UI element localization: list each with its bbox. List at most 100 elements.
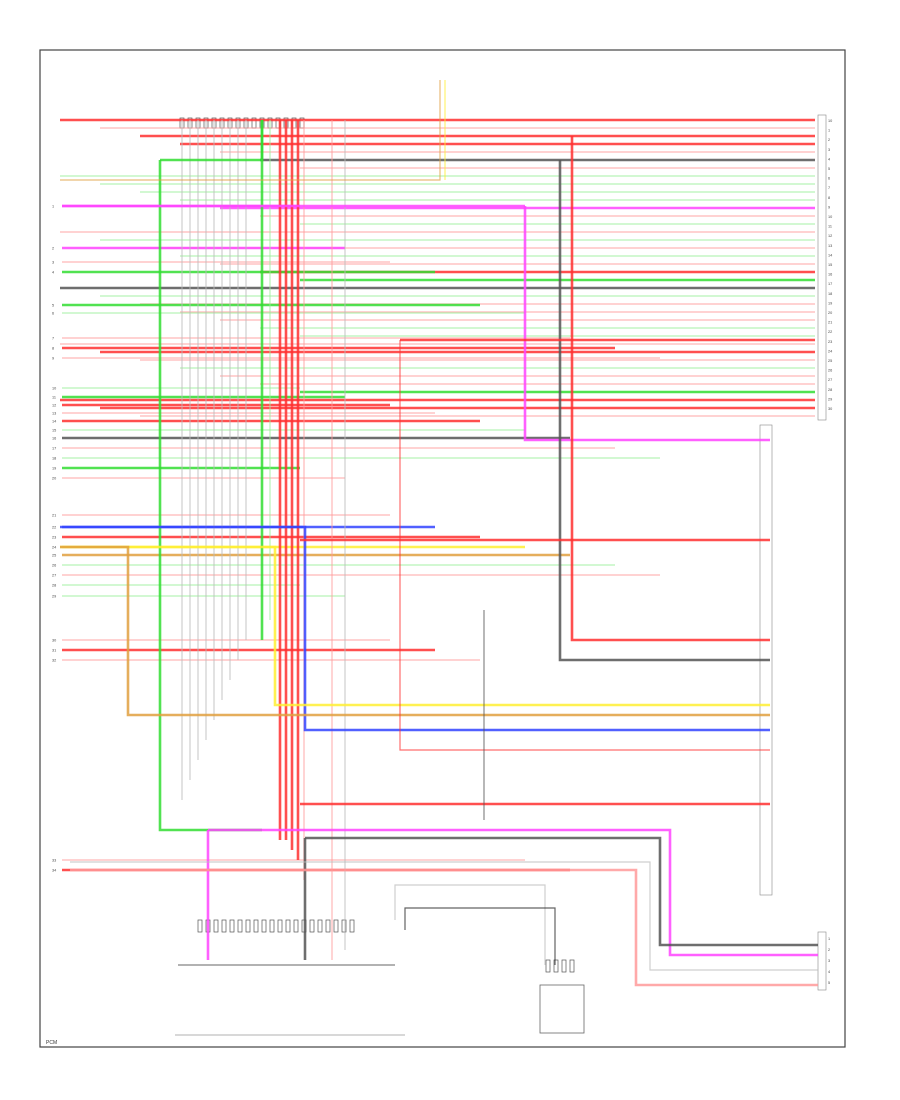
- right-pin-label: 25: [828, 359, 832, 363]
- left-pin-label: 24: [52, 546, 56, 550]
- left-pin-label: 15: [52, 429, 56, 433]
- right-pin-label: 8: [828, 196, 830, 200]
- bottom-pin: [253, 919, 259, 933]
- right-pin-label: 1: [828, 129, 830, 133]
- left-pin-label: 23: [52, 536, 56, 540]
- left-pin-label: 18: [52, 457, 56, 461]
- right-pin-label: 3: [828, 148, 830, 152]
- bottom-pin: [245, 919, 251, 933]
- left-pin-label: 9: [52, 357, 54, 361]
- component-pin: [561, 959, 567, 973]
- right-pin-label: 6: [828, 177, 830, 181]
- left-pin-label: 31: [52, 649, 56, 653]
- right-pin-label: 15: [828, 263, 832, 267]
- connector-lower-right: [817, 931, 827, 991]
- right-pin-label: 30: [828, 407, 832, 411]
- wire-green-top: [160, 120, 264, 162]
- left-pin-label: 3: [52, 261, 54, 265]
- wire-red-drop: [570, 136, 770, 642]
- bottom-pin: [349, 919, 355, 933]
- left-pin-label: 13: [52, 412, 56, 416]
- left-pin-labels: 1234567891011121314151617181920212223242…: [52, 205, 56, 873]
- left-pin-label: 8: [52, 347, 54, 351]
- wire-green-loop: [158, 160, 262, 832]
- right-pin-label: 14: [828, 253, 832, 257]
- wire-gray-lower: [70, 861, 818, 971]
- left-pin-label: 25: [52, 554, 56, 558]
- top-connector-pins: [179, 117, 575, 973]
- right-pin-label: 16: [828, 273, 832, 277]
- bottom-pin: [261, 919, 267, 933]
- right-pin-label: 23: [828, 340, 832, 344]
- left-pin-label: 16: [52, 437, 56, 441]
- bottom-pin: [317, 919, 323, 933]
- bottom-pin: [197, 919, 203, 933]
- left-pin-label: 28: [52, 584, 56, 588]
- left-pin-label: 27: [52, 574, 56, 578]
- bottom-pin: [309, 919, 315, 933]
- right-pin-labels: 1012345678910111213141516171819202122232…: [828, 119, 832, 411]
- left-pin-label: 7: [52, 337, 54, 341]
- bottom-pin: [333, 919, 339, 933]
- right-pin-label: 7: [828, 186, 830, 190]
- right-pin-label: 24: [828, 349, 832, 353]
- left-pin-label: 6: [52, 312, 54, 316]
- component-pin: [553, 959, 559, 973]
- right-pin-label: 5: [828, 167, 830, 171]
- wire-harness: [60, 80, 818, 987]
- right-pin-label: 22: [828, 330, 832, 334]
- bottom-pin: [277, 919, 283, 933]
- right-pin-label: 19: [828, 301, 832, 305]
- lower-right-pin-label: 3: [828, 959, 830, 963]
- wire-red-thin: [399, 340, 770, 751]
- left-pin-label: 21: [52, 514, 56, 518]
- bottom-component: [539, 984, 585, 1034]
- wire-yellow: [60, 545, 770, 707]
- bottom-pin: [325, 919, 331, 933]
- right-pin-label: 20: [828, 311, 832, 315]
- bottom-pin: [341, 919, 347, 933]
- bottom-pin: [269, 919, 275, 933]
- bottom-pin: [213, 919, 219, 933]
- lower-right-pin-label: 2: [828, 948, 830, 952]
- right-pin-label: 2: [828, 138, 830, 142]
- bottom-pin: [229, 919, 235, 933]
- right-pin-label: 13: [828, 244, 832, 248]
- lower-right-pin-label: 4: [828, 970, 830, 974]
- connector-top-right: [817, 114, 827, 421]
- left-pin-label: 26: [52, 564, 56, 568]
- lower-right-pin-label: 1: [828, 937, 830, 941]
- right-pin-label: 9: [828, 205, 830, 209]
- component-pin: [545, 959, 551, 973]
- wire-gray-bottom: [394, 884, 546, 965]
- left-pin-label: 14: [52, 420, 56, 424]
- wire-magenta-lower: [208, 828, 818, 957]
- left-pin-label: 32: [52, 659, 56, 663]
- footer-label: PCM: [46, 1040, 57, 1046]
- wire-orange-top: [60, 80, 441, 181]
- wire-blue: [60, 525, 770, 732]
- wire-orange: [60, 545, 770, 717]
- wire-magenta-right: [523, 206, 770, 442]
- right-pin-label: 17: [828, 282, 832, 286]
- left-pin-label: 10: [52, 387, 56, 391]
- right-pin-label: 26: [828, 369, 832, 373]
- left-pin-label: 2: [52, 247, 54, 251]
- left-pin-label: 30: [52, 639, 56, 643]
- bottom-pin: [221, 919, 227, 933]
- wire-black-bottom: [404, 907, 556, 965]
- left-pin-label: 29: [52, 595, 56, 599]
- left-pin-label: 22: [52, 526, 56, 530]
- left-pin-label: 1: [52, 205, 54, 209]
- right-pin-label: 10: [828, 215, 832, 219]
- wire-dark-drop: [558, 160, 770, 662]
- left-pin-label: 19: [52, 467, 56, 471]
- left-pin-label: 20: [52, 477, 56, 481]
- left-pin-label: 33: [52, 859, 56, 863]
- left-pin-label: 12: [52, 404, 56, 408]
- right-pin-label: 28: [828, 388, 832, 392]
- bottom-pin: [285, 919, 291, 933]
- right-pin-label: 11: [828, 225, 832, 229]
- diagram-frame: [39, 49, 846, 1048]
